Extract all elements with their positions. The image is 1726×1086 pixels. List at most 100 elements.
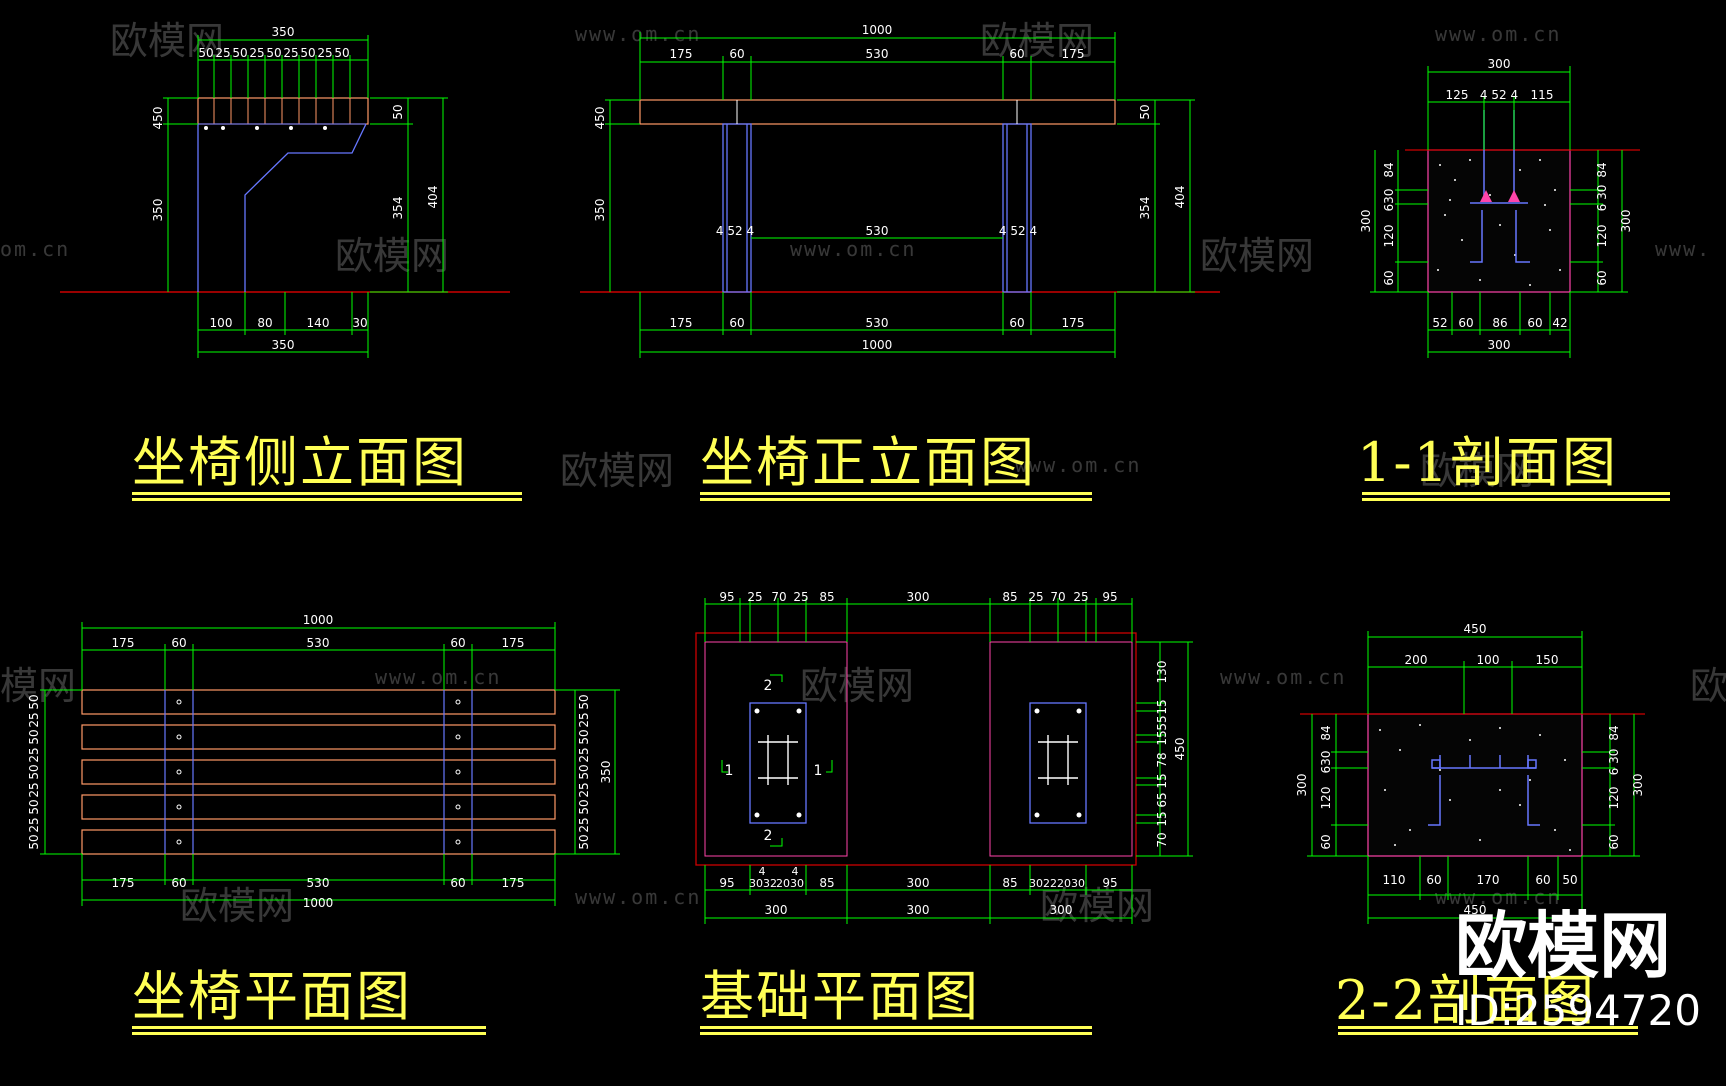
base-plates [749, 702, 1087, 824]
dim-label: 20 [1057, 877, 1071, 890]
title-underline [132, 1032, 486, 1035]
seat-board [639, 99, 1116, 125]
watermark-url: www.om.cn [1435, 22, 1562, 46]
dim-label: 85 [1002, 876, 1017, 890]
dim-label: 6 30 [1607, 749, 1621, 776]
dim-label: 630 [1382, 189, 1396, 212]
dim-label: 85 [819, 876, 834, 890]
watermark-logo: 模网 [0, 664, 77, 708]
dim-label: 50 [27, 729, 41, 744]
dim-label: 25 [577, 747, 591, 762]
dim-label: 25 [747, 590, 762, 604]
dim-label: 25 [27, 747, 41, 762]
dim-label: 450 [1464, 622, 1487, 636]
dim-label: 120 [1382, 225, 1396, 248]
watermark-logo: 欧模网 [180, 884, 295, 928]
dim-label: 1000 [862, 23, 893, 37]
brand-id: ID:2594720 [1455, 986, 1701, 1035]
dim-label: 50 [577, 694, 591, 709]
dim-label: 60 [1426, 873, 1441, 887]
footing-right [989, 641, 1133, 857]
dim-label: 140 [307, 316, 330, 330]
dim-label: 404 [1173, 186, 1187, 209]
dim-label: 55 [1155, 715, 1169, 730]
foundation-outline [695, 632, 1137, 866]
dim-label: 300 [1631, 774, 1645, 797]
dim-label: 84 [1319, 725, 1333, 740]
section-mark-text: 2 1 1 2 [725, 678, 823, 844]
dim-label: 25 [577, 782, 591, 797]
dim-label: 60 [1535, 873, 1550, 887]
dim-label: 85 [819, 590, 834, 604]
dim-label: 52 [1432, 316, 1447, 330]
concrete-speckles [1379, 724, 1571, 851]
watermark-url: www.om.cn [575, 885, 702, 909]
watermark-url: om.cn [0, 237, 71, 261]
title-underline [700, 498, 1092, 501]
dim-label: 60 [171, 876, 186, 890]
dim-label: 60 [1595, 270, 1609, 285]
dim-label: 25 [317, 46, 332, 60]
section-mark: 2 [764, 678, 773, 694]
dim-label: 100 [210, 316, 233, 330]
dim-label: 125 [1446, 88, 1469, 102]
title-underline [132, 498, 522, 501]
front-elevation: 1000 175 60 530 60 175 450 350 50 354 40… [580, 23, 1220, 358]
dim-label: 15 [1155, 773, 1169, 788]
dim-label: 85 [1002, 590, 1017, 604]
dim-label: 530 [866, 224, 889, 238]
dim-label: 4 52 4 [1480, 88, 1518, 102]
dim-label: 78 [1155, 752, 1169, 767]
title-foundation-plan: 基础平面图 [700, 965, 980, 1028]
sec11-dim-lines [1370, 66, 1628, 358]
dim-label: 30 [790, 877, 804, 890]
dim-label: 50 [27, 694, 41, 709]
dim-label: 22 [1043, 877, 1057, 890]
dim-label: 15 [1155, 811, 1169, 826]
dim-label: 84 [1382, 162, 1396, 177]
bench-plan: 1000 175 60 530 60 175 50 25 50 25 50 25… [27, 613, 620, 910]
watermark-url: www.om.cn [1015, 453, 1142, 477]
dim-label: 95 [1102, 590, 1117, 604]
foundation-plan: 2 1 1 2 [695, 590, 1193, 924]
dim-label: 30 [1071, 877, 1085, 890]
watermark-logo: 欧模网 [335, 234, 450, 278]
dim-label: 15 [1155, 730, 1169, 745]
side-dim-lines [163, 35, 448, 358]
dim-label: 450 [593, 107, 607, 130]
dim-label: 300 [1619, 210, 1633, 233]
watermark-logo: 欧模网 [1040, 884, 1155, 928]
dim-label: 25 [249, 46, 264, 60]
section-2-2: 450 200 100 150 300 84 630 120 60 84 6 3… [1295, 622, 1645, 924]
dim-label: 350 [599, 761, 613, 784]
dim-label: 50 [27, 764, 41, 779]
dim-label: 300 [1488, 57, 1511, 71]
dim-label: 42 [1552, 316, 1567, 330]
watermark-logo: 欧模网 [980, 19, 1095, 63]
dim-label: 95 [719, 590, 734, 604]
bolt [323, 126, 327, 130]
dim-label: 4 52 4 [999, 224, 1037, 238]
weld-mark [1480, 190, 1520, 202]
dim-label: 530 [307, 876, 330, 890]
section-mark: 1 [725, 763, 734, 779]
dim-label: 175 [112, 636, 135, 650]
dim-label: 100 [1477, 653, 1500, 667]
dim-label: 20 [776, 877, 790, 890]
title-section-1-1: 1-1剖面图 [1357, 431, 1618, 494]
dim-label: 50 [1562, 873, 1577, 887]
watermark-logo: 欧模网 [1420, 449, 1535, 493]
dim-label: 300 [1488, 338, 1511, 352]
dim-label: 450 [151, 107, 165, 130]
dim-label: 350 [151, 199, 165, 222]
dim-label: 60 [1319, 834, 1333, 849]
dim-label: 350 [272, 338, 295, 352]
section-1-1: 300 125 4 52 4 115 300 84 630 120 60 84 … [1359, 57, 1640, 358]
dim-label: 130 [1155, 661, 1169, 684]
dim-label: 6 30 [1595, 185, 1609, 212]
dim-label: 530 [866, 47, 889, 61]
concrete-block [1367, 713, 1583, 857]
title-plan: 坐椅平面图 [132, 965, 412, 1028]
plan-dim-lines [40, 622, 620, 906]
